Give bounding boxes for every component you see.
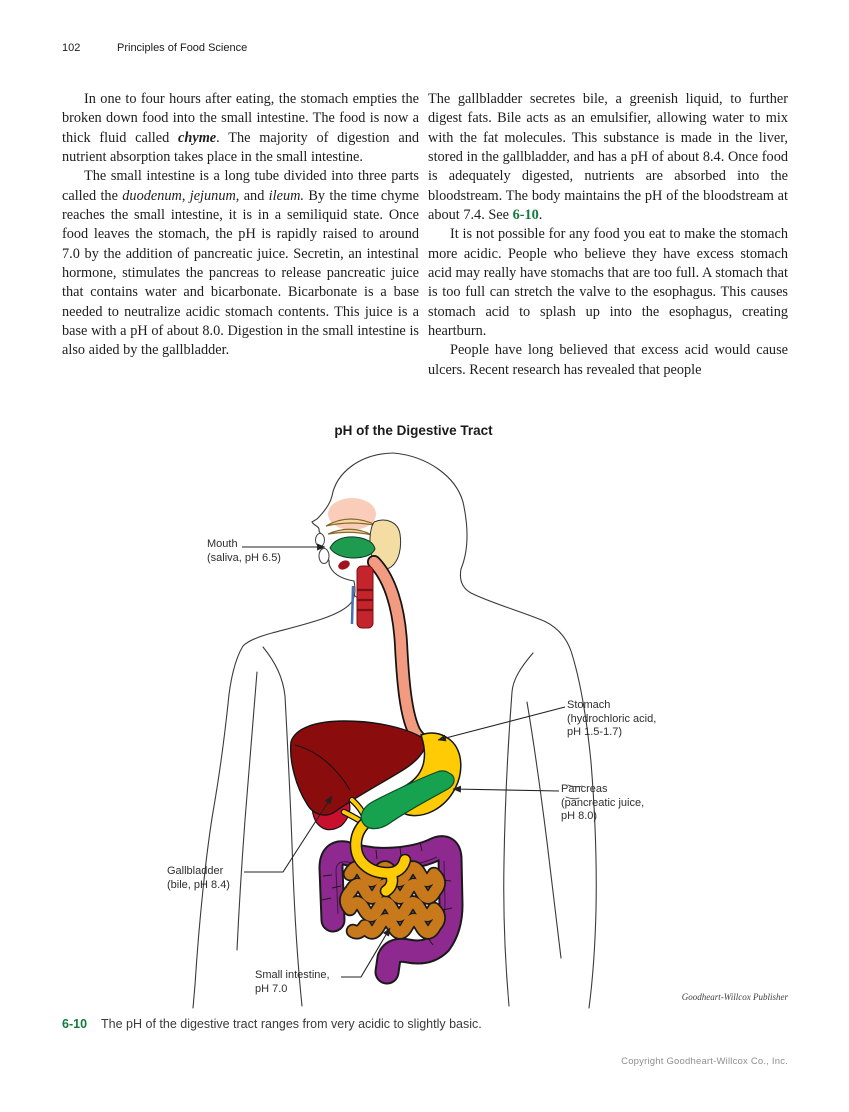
label-line: Small intestine, <box>255 969 330 981</box>
label-line: Stomach <box>567 699 611 711</box>
copyright-notice: Copyright Goodheart-Willcox Co., Inc. <box>621 1056 788 1067</box>
liver-lobe-line <box>294 744 351 791</box>
text-segment: , and <box>235 187 269 204</box>
small-intestine-shape <box>340 862 445 938</box>
paragraph: The gallbladder secretes bile, a greenis… <box>428 90 788 225</box>
paragraph: In one to four hours after eating, the s… <box>62 90 419 167</box>
leader-line-pancreas <box>452 785 560 793</box>
body-outline <box>192 452 597 1009</box>
large-intestine-shape <box>320 837 462 983</box>
label-line: pH 8.0) <box>561 810 598 823</box>
paragraph: It is not possible for any food you eat … <box>428 225 788 341</box>
text-segment: The small intestine is a long tube divid… <box>62 168 419 204</box>
elbow-wrinkles <box>565 784 583 800</box>
nasal-palate-lower <box>327 528 373 536</box>
label-line: (saliva, pH 6.5) <box>207 551 281 564</box>
lip-upper-detail <box>315 533 325 547</box>
paragraph: People have long believed that excess ac… <box>428 341 788 380</box>
label-line: Gallbladder <box>167 865 224 877</box>
text-segment: 6-10 <box>512 207 539 224</box>
sublingual-gland-shape <box>338 560 350 570</box>
label-line: pH 1.5-1.7) <box>567 726 623 739</box>
tongue-shape <box>329 536 376 559</box>
text-segment: People have long believed that excess ac… <box>428 342 788 378</box>
left-arm-inner-contour <box>236 671 258 951</box>
label-line: (bile, pH 8.4) <box>167 878 230 891</box>
paragraph: The small intestine is a long tube divid… <box>62 167 419 360</box>
label-mouth: Mouth (saliva, pH 6.5) <box>207 538 281 565</box>
label-gallbladder: Gallbladder (bile, pH 8.4) <box>167 865 230 892</box>
label-line: Mouth <box>207 538 238 550</box>
label-stomach: Stomach (hydrochloric acid, pH 1.5-1.7) <box>567 699 656 740</box>
label-line: pH 7.0 <box>255 982 288 995</box>
larynx-bands <box>357 588 373 612</box>
neck-vessel <box>350 585 355 625</box>
text-segment: It is not possible for any food you eat … <box>428 226 788 340</box>
leader-line-gallbladder <box>244 795 333 873</box>
text-segment: In one to four hours after eating, the s… <box>62 91 419 146</box>
liver-shape <box>289 720 428 816</box>
label-pancreas: Pancreas (pancreatic juice, pH 8.0) <box>561 783 644 824</box>
text-segment: . <box>538 207 543 224</box>
body-back-contour <box>392 452 597 1009</box>
left-column: In one to four hours after eating, the s… <box>62 90 419 361</box>
pancreas-shape <box>360 770 455 830</box>
soft-palate-shape <box>328 498 376 530</box>
caption-text: The pH of the digestive tract ranges fro… <box>101 1017 482 1031</box>
larynx-shape <box>356 565 374 629</box>
esophagus-shape <box>368 556 431 748</box>
text-segment: , <box>181 187 190 204</box>
digestive-tract-diagram <box>192 452 597 1009</box>
text-segment: duodenum <box>122 187 182 204</box>
text-segment: The gallbladder secretes bile, a greenis… <box>428 91 788 224</box>
text-segment: . The majority of digestion and nutrient… <box>62 129 419 166</box>
caption-figure-number: 6-10 <box>62 1017 88 1031</box>
running-title: Principles of Food Science <box>117 42 248 54</box>
leader-lines <box>242 543 566 978</box>
right-column: The gallbladder secretes bile, a greenis… <box>428 90 788 380</box>
label-line: (hydrochloric acid, <box>567 712 657 725</box>
label-line: (pancreatic juice, <box>561 796 645 809</box>
text-segment: jejunum <box>189 187 236 204</box>
right-arm-inner-contour <box>526 701 562 959</box>
lip-lower-detail <box>318 548 330 564</box>
figure-caption: 6-10 The pH of the digestive tract range… <box>62 1017 772 1031</box>
torso-right-contour <box>503 652 534 1007</box>
body-front-contour <box>192 452 394 1009</box>
figure-title: pH of the Digestive Tract <box>334 423 493 438</box>
leader-line-small-intestine <box>341 927 391 978</box>
figure-attribution: Goodheart-Willcox Publisher <box>681 992 788 1002</box>
text-segment: chyme <box>178 129 217 146</box>
torso-left-contour <box>262 646 303 1007</box>
label-line: Pancreas <box>561 783 608 795</box>
text-segment: ileum. <box>268 187 305 204</box>
leader-line-stomach <box>437 706 566 742</box>
label-small-intestine: Small intestine, pH 7.0 <box>255 969 330 996</box>
page-number: 102 <box>62 42 81 54</box>
text-segment: By the time chyme reaches the small inte… <box>62 187 419 359</box>
